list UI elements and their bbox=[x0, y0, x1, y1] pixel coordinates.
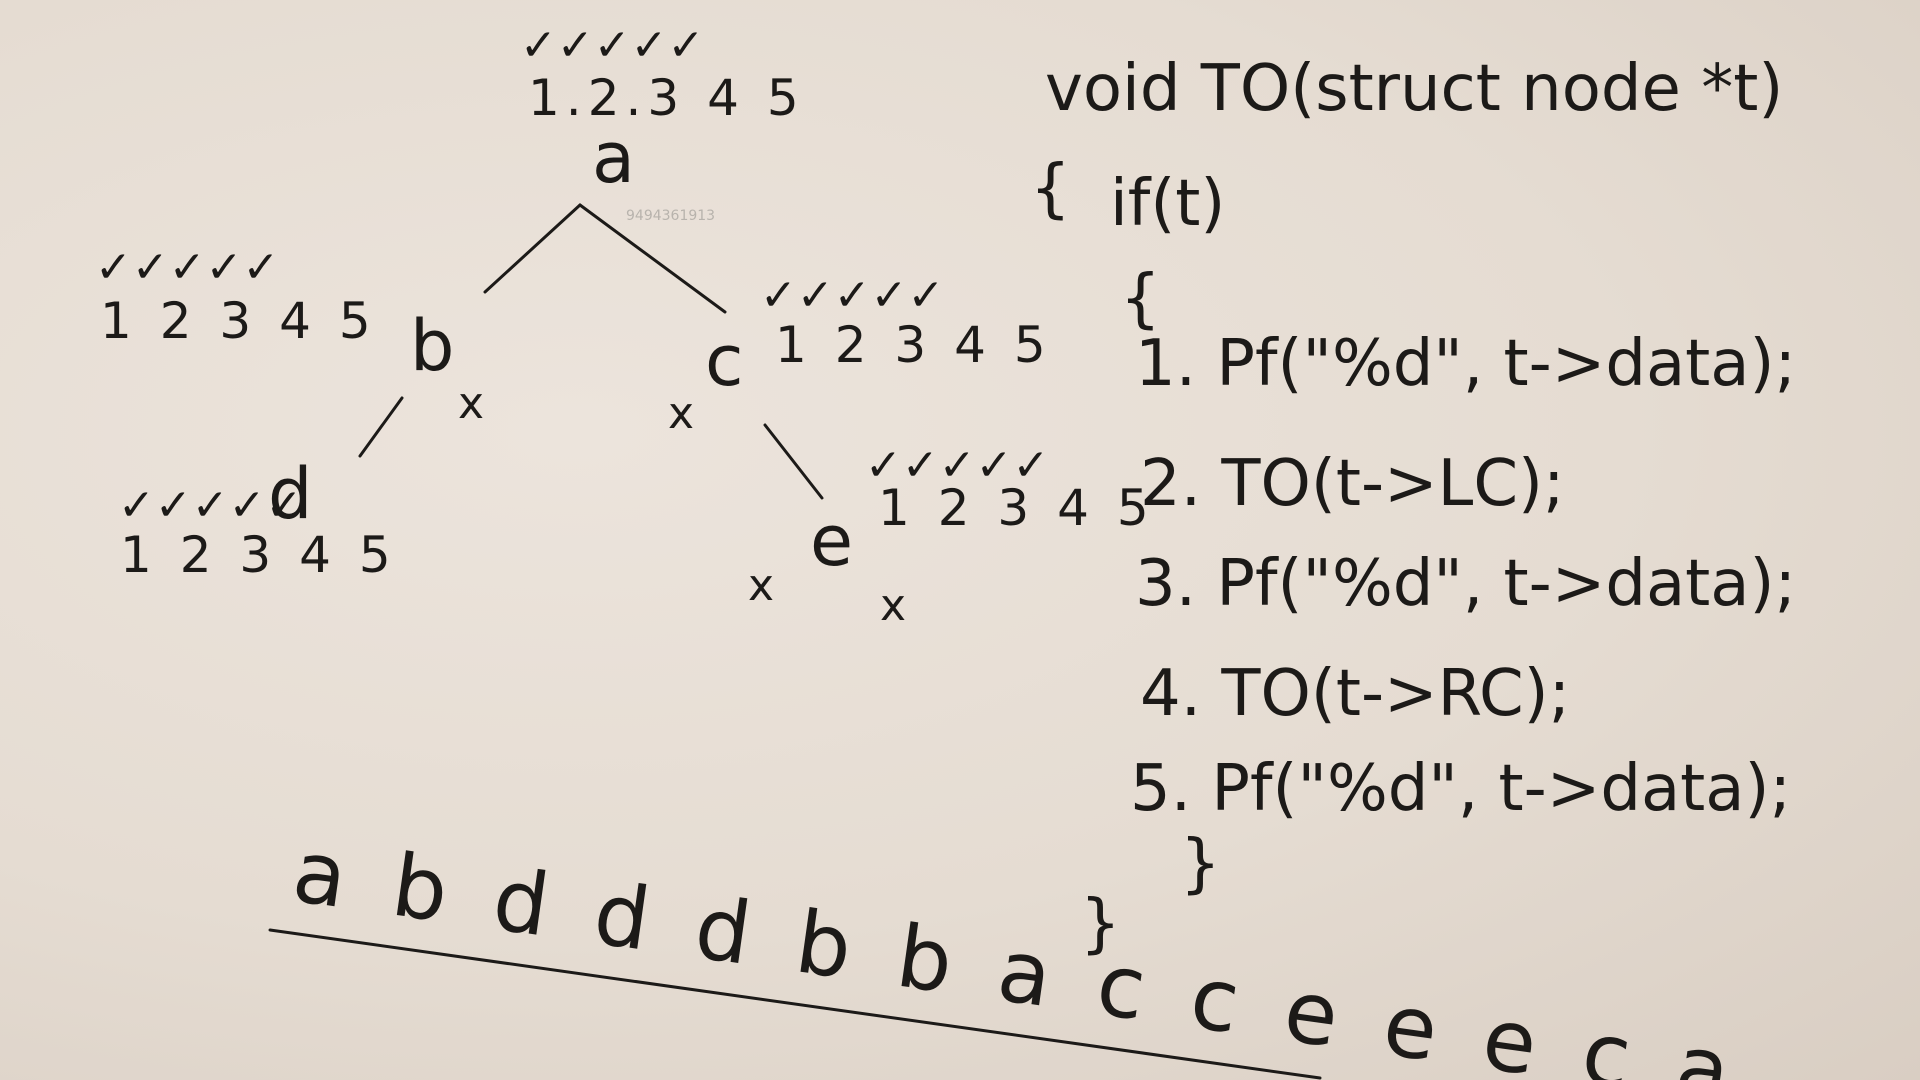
output-sequence: a b d d d b b a c c e e e c a bbox=[287, 822, 1746, 1080]
outer-open-brace: { bbox=[1030, 152, 1071, 226]
node-c: ✓✓✓✓✓ 1 2 3 4 5 c x bbox=[668, 270, 1052, 439]
node-d-steps: 1 2 3 4 5 bbox=[120, 526, 397, 584]
node-e-ticks: ✓✓✓✓✓ bbox=[865, 440, 1049, 491]
node-b-steps: 1 2 3 4 5 bbox=[100, 292, 377, 350]
node-b-right-null: x bbox=[458, 378, 484, 429]
node-b: ✓✓✓✓✓ 1 2 3 4 5 b x bbox=[95, 242, 484, 429]
node-a-label: a bbox=[592, 117, 635, 199]
node-c-ticks: ✓✓✓✓✓ bbox=[760, 270, 944, 321]
node-c-steps: 1 2 3 4 5 bbox=[775, 316, 1052, 374]
edge-c-e bbox=[763, 423, 824, 500]
node-d-label: d bbox=[268, 453, 312, 535]
code-line-5: 5. Pf("%d", t->data); bbox=[1130, 752, 1791, 826]
code-line-2: 2. TO(t->LC); bbox=[1140, 447, 1565, 521]
node-a-ticks: ✓✓✓✓✓ bbox=[520, 20, 704, 71]
if-statement: if(t) bbox=[1110, 167, 1225, 241]
function-signature: void TO(struct node *t) bbox=[1045, 52, 1783, 126]
node-e-steps: 1 2 3 4 5 bbox=[878, 479, 1155, 537]
node-a: ✓✓✓✓✓ 1.2.3 4 5 a bbox=[520, 20, 805, 199]
code-line-1: 1. Pf("%d", t->data); bbox=[1135, 327, 1796, 401]
tree-edges bbox=[268, 203, 1322, 1080]
code-line-4: 4. TO(t->RC); bbox=[1140, 657, 1570, 731]
node-a-steps: 1.2.3 4 5 bbox=[528, 69, 805, 127]
edge-b-d bbox=[358, 396, 404, 458]
code-line-3: 3. Pf("%d", t->data); bbox=[1135, 547, 1796, 621]
node-b-label: b bbox=[410, 305, 454, 387]
node-e-left-null: x bbox=[748, 560, 774, 611]
edge-a-b bbox=[483, 203, 582, 294]
node-c-left-null: x bbox=[668, 388, 694, 439]
node-c-label: c bbox=[705, 320, 744, 402]
node-b-ticks: ✓✓✓✓✓ bbox=[95, 242, 279, 293]
outer-close-brace: } bbox=[1080, 887, 1121, 961]
code-block: void TO(struct node *t) { if(t) { 1. Pf(… bbox=[1030, 52, 1796, 961]
node-d: ✓✓✓✓✓ 1 2 3 4 5 d bbox=[118, 453, 397, 584]
inner-open-brace: { bbox=[1120, 262, 1161, 336]
underline-output bbox=[268, 928, 1322, 1080]
node-e: ✓✓✓✓✓ 1 2 3 4 5 e x x bbox=[748, 440, 1155, 631]
node-d-ticks: ✓✓✓✓✓ bbox=[118, 480, 302, 531]
edge-a-c bbox=[578, 203, 727, 314]
node-e-label: e bbox=[810, 500, 853, 582]
watermark: 9494361913 bbox=[626, 208, 715, 224]
traversal-output: a b d d d b b a c c e e e c a bbox=[287, 822, 1746, 1080]
inner-close-brace: } bbox=[1180, 827, 1221, 901]
node-e-right-null: x bbox=[880, 580, 906, 631]
